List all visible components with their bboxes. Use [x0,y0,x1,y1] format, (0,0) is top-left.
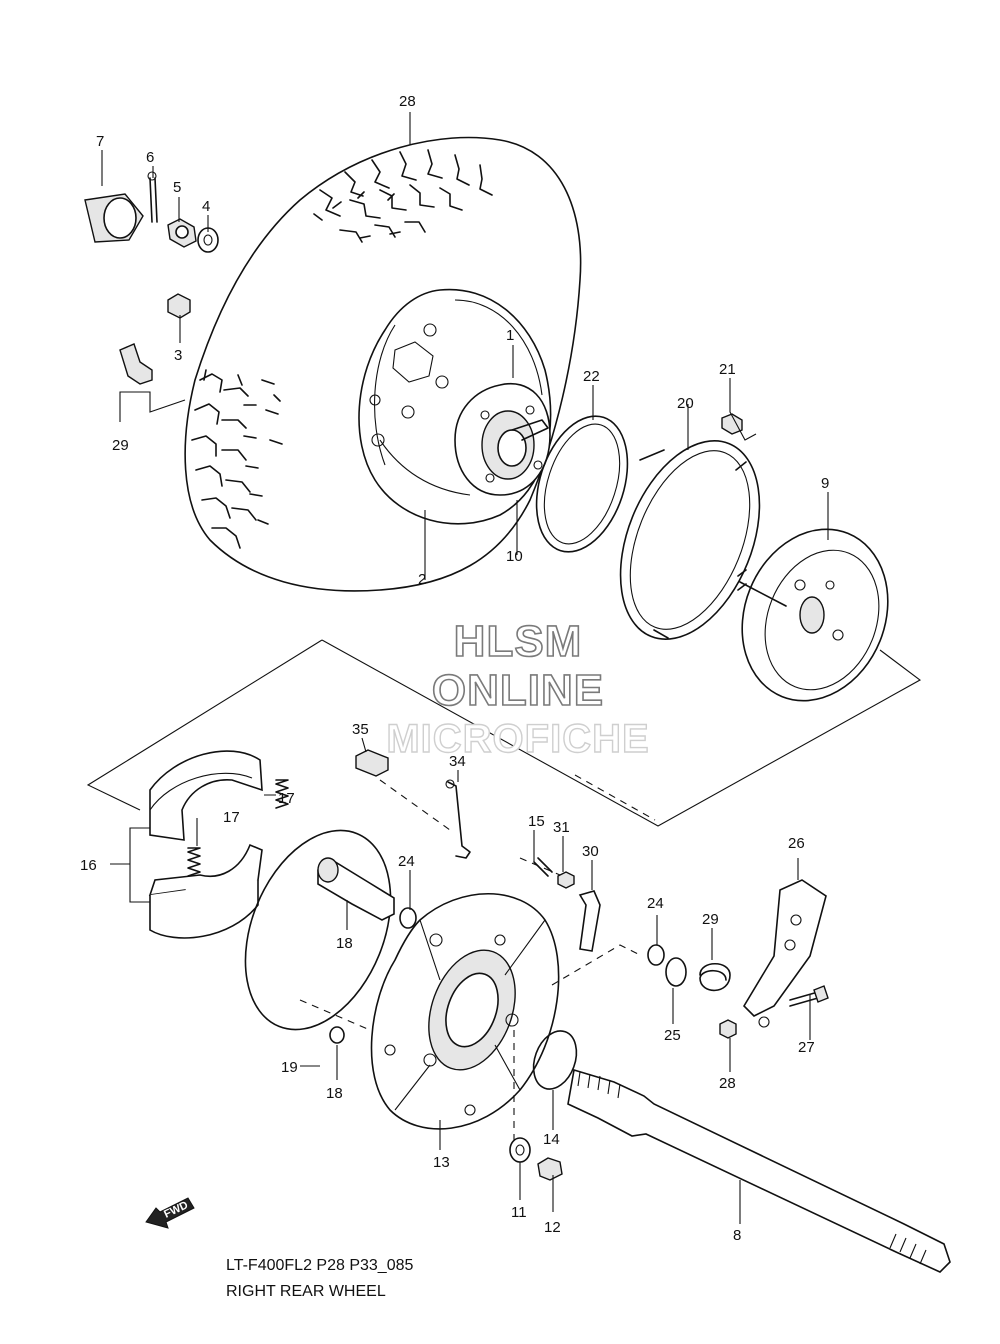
o-ring-icon[interactable] [329,1026,345,1044]
callout-2: 2 [418,571,426,588]
callout-24-right: 24 [647,895,664,912]
cotter-pin-icon[interactable] [147,171,158,223]
callout-20: 19 [281,1059,298,1076]
callout-12: 12 [544,1219,561,1236]
washer-icon[interactable] [665,957,687,987]
clip-icon[interactable] [355,749,389,777]
callout-27: 27 [798,1039,815,1056]
callout-14: 14 [543,1131,560,1148]
hub-cap-icon[interactable] [84,193,144,243]
brake-rod-icon[interactable] [445,779,471,859]
callout-13: 13 [433,1154,450,1171]
callout-8: 8 [733,1227,741,1244]
callout-16: 16 [80,857,97,874]
callout-35: 35 [352,721,369,738]
o-ring-icon[interactable] [647,944,665,966]
spring-icon[interactable] [187,847,201,877]
fwd-arrow-icon: FWD [145,1197,195,1229]
bolt-icon[interactable] [789,985,829,1007]
watermark-line-1: HLSM [454,617,583,666]
washer-icon[interactable] [509,1137,531,1163]
callout-26: 26 [788,835,805,852]
diagram-code: LT-F400FL2 P28 P33_085 [226,1257,413,1274]
o-ring-icon[interactable] [218,809,418,1051]
watermark-line-2: ONLINE [432,666,604,715]
hub-icon[interactable] [454,382,551,496]
callout-6: 6 [146,149,154,166]
nut-icon[interactable] [719,1019,737,1039]
pin-icon[interactable] [533,857,553,877]
callout-7: 7 [96,133,104,150]
nut-icon[interactable] [557,871,575,889]
valve-stem-icon[interactable] [119,343,153,385]
callout-30: 28 [399,93,416,110]
diagram-title: RIGHT REAR WHEEL [226,1283,386,1300]
o-ring-icon[interactable] [520,404,643,563]
bolt-icon[interactable] [537,1157,563,1181]
callout-9: 9 [821,475,829,492]
callout-11: 11 [511,1204,527,1221]
spring-icon[interactable] [275,779,289,809]
brake-arm-icon[interactable] [742,879,827,1028]
brake-cover-icon[interactable] [594,420,787,659]
callout-15: 15 [528,813,545,830]
brake-shoe-icon[interactable] [148,843,263,939]
nut-icon[interactable] [167,293,191,319]
callout-33: 31 [553,819,570,836]
callout-25: 25 [664,1027,681,1044]
callout-17: 17 [278,790,295,807]
o-ring-icon[interactable] [399,907,417,929]
castle-nut-icon[interactable] [167,218,197,248]
callout-24-left: 24 [398,853,415,870]
bolt-icon[interactable] [721,413,743,435]
callout-31: 29 [112,437,129,454]
callout-21: 20 [677,395,694,412]
callout-3: 3 [174,347,182,364]
callout-5: 5 [173,179,181,196]
brake-shoe-icon[interactable] [149,750,263,841]
callout-28: 28 [719,1075,736,1092]
callout-1: 1 [506,327,514,344]
brake-panel-icon[interactable] [370,893,560,1130]
callout-19: 18 [326,1085,343,1102]
callout-10: 10 [506,548,523,565]
watermark-line-3: MICROFICHE [386,717,649,761]
callout-4: 4 [202,198,210,215]
brake-drum-icon[interactable] [717,507,913,723]
spring-icon[interactable] [699,962,731,992]
o-ring-icon[interactable] [526,1025,584,1095]
callout-17b: 17 [223,809,240,826]
callout-23: 22 [583,368,600,385]
callout-29: 29 [702,911,719,928]
callout-18: 18 [336,935,353,952]
callout-22: 21 [719,361,736,378]
hose-icon[interactable] [578,890,601,952]
callout-32: 30 [582,843,599,860]
axle-shaft-icon[interactable] [567,1068,951,1273]
cam-shaft-icon[interactable] [317,857,395,921]
callout-34: 34 [449,753,466,770]
